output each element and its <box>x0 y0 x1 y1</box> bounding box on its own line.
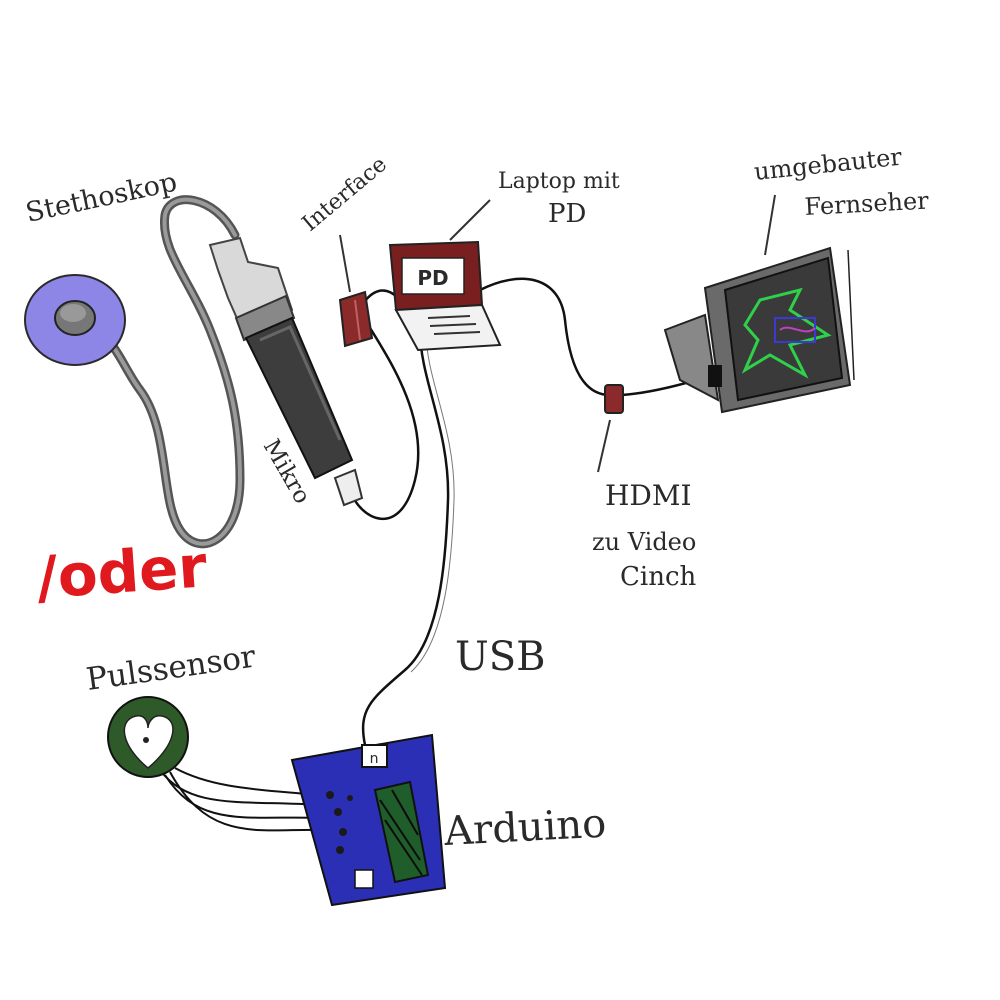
hdmi-pointer <box>597 419 611 473</box>
label-oder: /oder <box>34 532 209 612</box>
label-hdmi-line2: zu Video <box>592 528 696 556</box>
laptop-pointer <box>449 199 491 241</box>
svg-text:n: n <box>370 751 379 767</box>
label-arduino: Arduino <box>442 801 607 855</box>
label-hdmi-line1: HDMI <box>605 479 692 512</box>
arduino-board: n <box>290 733 447 907</box>
label-stethoskop: Stethoskop <box>23 167 180 229</box>
label-tv-line2: Fernseher <box>804 187 930 221</box>
mic-cable <box>348 319 420 520</box>
hdmi-cable <box>479 277 611 397</box>
heart-icon <box>123 715 174 769</box>
stethoscope <box>24 274 126 366</box>
hdmi-to-cinch-adapter <box>604 384 624 414</box>
label-pulssensor: Pulssensor <box>84 639 258 698</box>
laptop-screen-label: PD <box>417 266 448 290</box>
label-hdmi-line3: Cinch <box>620 562 697 592</box>
label-usb: USB <box>455 634 546 680</box>
interface-pointer <box>339 234 351 293</box>
modified-tv <box>663 246 855 414</box>
tv-pointer <box>764 194 776 256</box>
arduino-usb-port <box>361 744 388 768</box>
label-laptop-line1: Laptop mit <box>498 169 620 194</box>
label-tv-line1: umgebauter <box>753 143 904 186</box>
label-laptop-line2: PD <box>548 199 586 229</box>
laptop-keyboard <box>394 303 502 352</box>
laptop: PD <box>388 240 502 352</box>
label-interface: Interface <box>298 152 392 237</box>
tv-screen-drawing <box>741 287 832 379</box>
audio-interface <box>338 290 374 348</box>
usb-cable <box>361 329 450 746</box>
pulse-sensor <box>107 696 189 778</box>
microphone <box>208 236 364 507</box>
